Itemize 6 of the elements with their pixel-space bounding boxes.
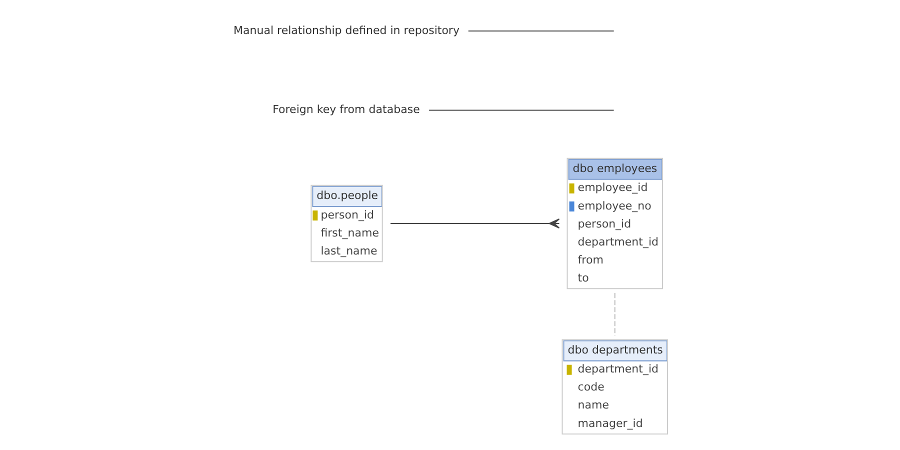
node-text: Foreign key from database [272,102,420,116]
connector [390,218,560,228]
connector [614,292,615,336]
node-text: Manual relationship defined in repository [233,23,459,36]
connector [428,109,614,110]
connector [467,30,614,32]
